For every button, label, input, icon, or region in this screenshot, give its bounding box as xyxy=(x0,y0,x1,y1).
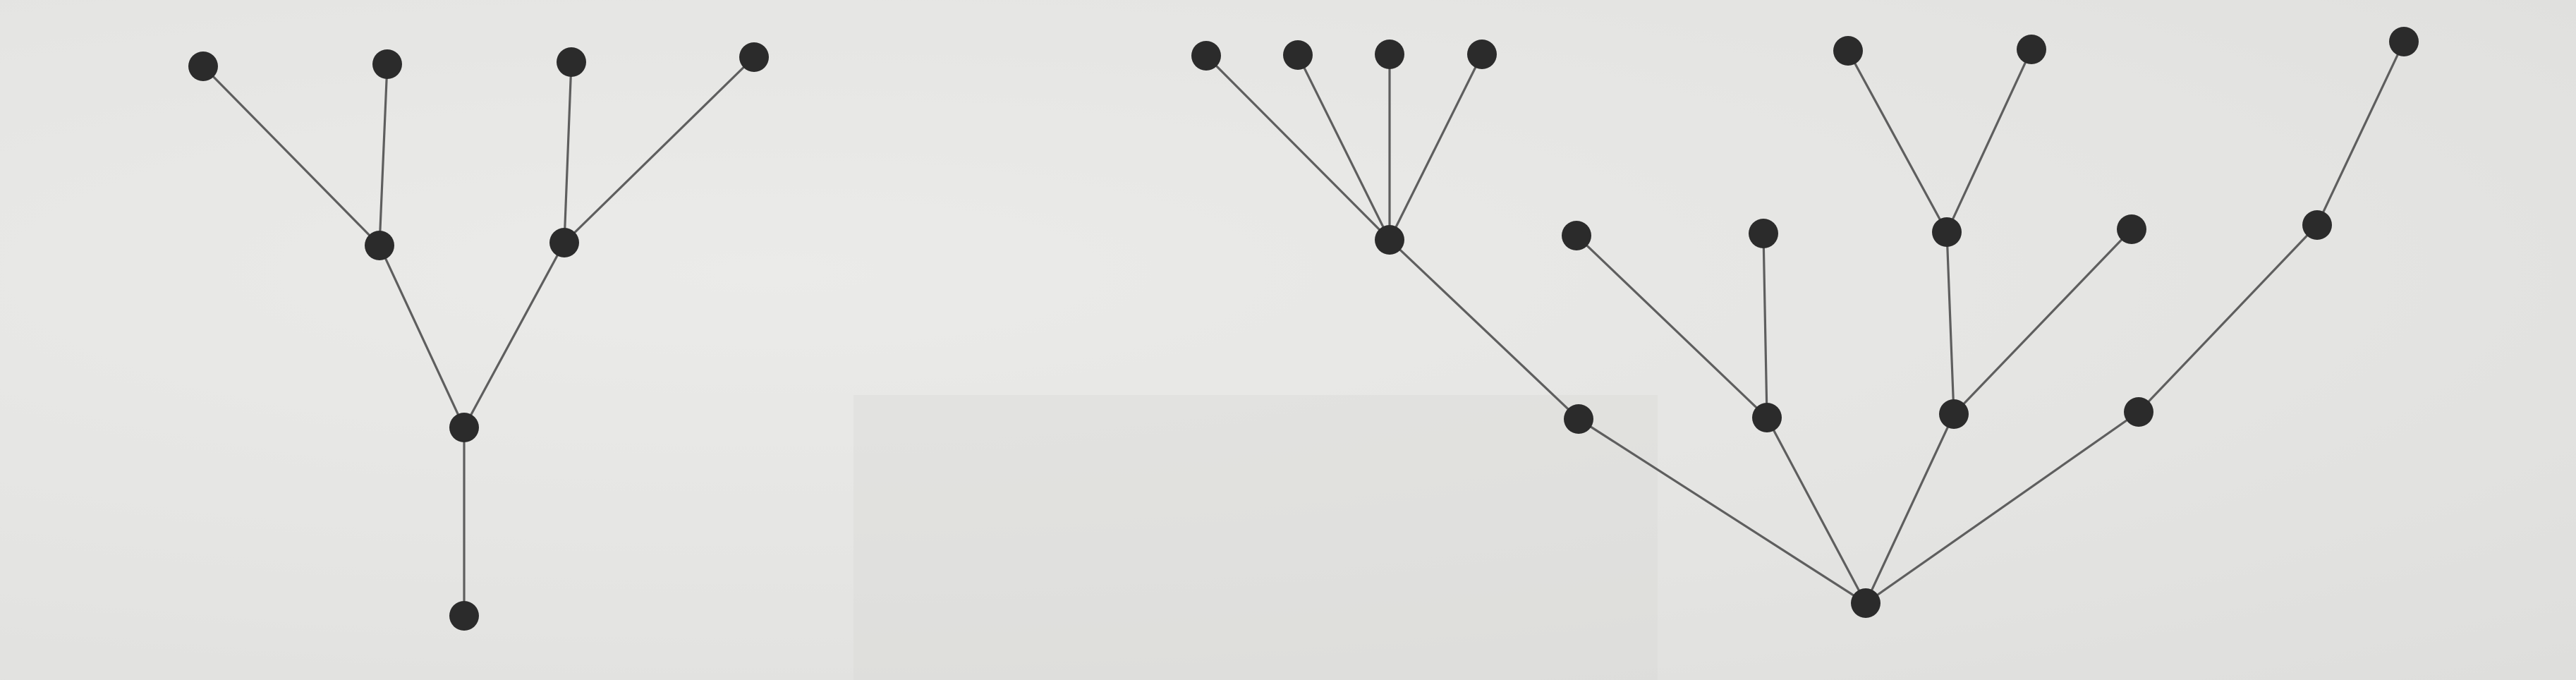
tree-right-edge-b0-b3 xyxy=(1864,413,1955,604)
paper-shading xyxy=(853,395,1658,680)
tree-right-node-b1 xyxy=(1564,404,1593,434)
tree-left-edge-a3-a6 xyxy=(563,61,573,243)
tree-left-node-a7 xyxy=(739,42,769,72)
tree-right-edge-b3-b12 xyxy=(1945,231,1955,415)
tree-right-edge-b0-b4 xyxy=(1865,411,2139,605)
tree-right-node-b3 xyxy=(1939,399,1969,429)
tree-right-edge-b16-b17 xyxy=(2316,41,2405,226)
tree-left-node-a3 xyxy=(549,228,579,257)
tree-right-edge-b3-b13 xyxy=(1952,228,2133,415)
tree-right-node-b11 xyxy=(1749,219,1778,248)
tree-right-edge-b0-b1 xyxy=(1578,418,1866,605)
tree-left-edge-a1-a3 xyxy=(463,242,566,428)
tree-right-node-b2 xyxy=(1752,403,1782,432)
tree-left-edge-a1-a2 xyxy=(378,245,466,428)
tree-right-edge-b12-b14 xyxy=(1847,50,1948,233)
tree-right-edge-b2-b11 xyxy=(1762,233,1768,418)
tree-left-node-a1 xyxy=(449,413,479,442)
tree-right-node-b14 xyxy=(1833,36,1863,66)
tree-right-node-b6 xyxy=(1191,41,1221,71)
tree-right-node-b13 xyxy=(2117,214,2146,244)
tree-right-node-b12 xyxy=(1932,217,1962,247)
tree-left-node-a0-root xyxy=(449,601,479,631)
tree-right-node-b7 xyxy=(1283,40,1313,70)
tree-right-node-b9 xyxy=(1467,40,1497,69)
tree-right-node-b16 xyxy=(2302,210,2332,240)
tree-right-node-b10 xyxy=(1562,221,1591,250)
tree-right-edge-b0-b2 xyxy=(1766,417,1867,604)
tree-left-edge-a2-a4 xyxy=(202,65,381,247)
tree-left-node-a2 xyxy=(365,231,394,260)
tree-right-node-b17 xyxy=(2389,27,2419,56)
tree-left-edge-a2-a5 xyxy=(378,63,389,246)
tree-right-edge-b4-b16 xyxy=(2137,224,2319,413)
tree-left-node-a6 xyxy=(557,47,586,77)
edges xyxy=(202,41,2405,616)
tree-left-node-a4 xyxy=(188,51,218,81)
tree-right-node-b8 xyxy=(1375,40,1404,69)
tree-right-edge-b5-b6 xyxy=(1205,54,1391,241)
tree-left-node-a5 xyxy=(372,49,402,79)
tree-right-node-b0-root xyxy=(1851,588,1881,618)
tree-right-edge-b5-b7 xyxy=(1296,54,1391,241)
tree-right-node-b15 xyxy=(2017,35,2046,64)
tree-right-edge-b2-b10 xyxy=(1575,234,1768,419)
tree-right-node-b4 xyxy=(2124,397,2153,427)
tree-right-edge-b1-b5 xyxy=(1388,238,1580,420)
nodes xyxy=(188,27,2419,631)
tree-right-edge-b12-b15 xyxy=(1945,49,2033,233)
tree-right-edge-b5-b9 xyxy=(1388,54,1483,241)
tree-right-node-b5 xyxy=(1375,225,1404,255)
tree-left-edge-a3-a7 xyxy=(563,56,755,244)
